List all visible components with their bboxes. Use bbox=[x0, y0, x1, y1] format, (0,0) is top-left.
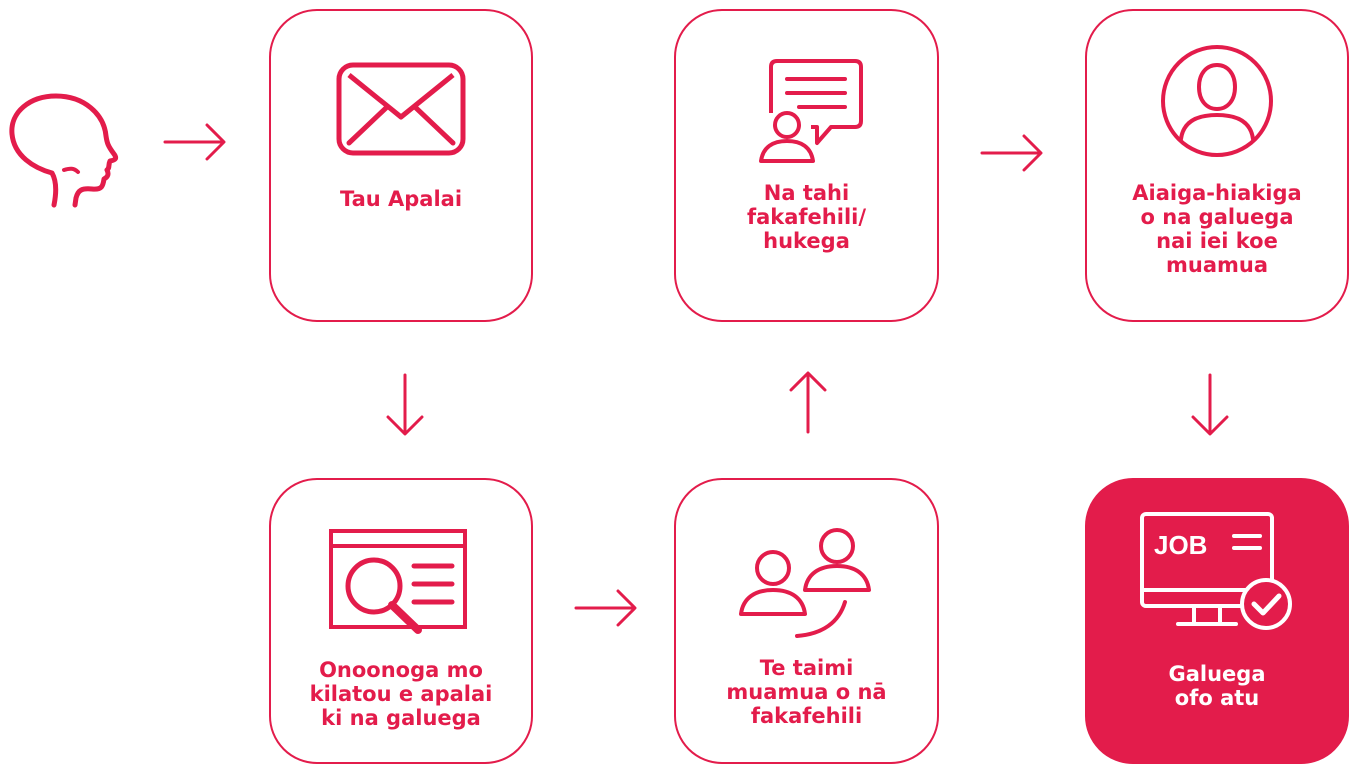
interview-people-icon bbox=[738, 528, 871, 638]
step-apply-card: Tau Apalai bbox=[269, 9, 533, 322]
chat-interview-icon bbox=[758, 59, 863, 163]
search-document-icon bbox=[329, 529, 467, 634]
arrow-down-icon bbox=[1191, 373, 1229, 436]
step-label: Onoonoga mo kilatou e apalai ki na galue… bbox=[309, 658, 493, 730]
step-label: Te taimi muamua o nā fakafehili bbox=[726, 656, 887, 728]
user-profile-icon bbox=[1161, 45, 1273, 157]
envelope-icon bbox=[336, 62, 466, 156]
step-second-interview-card: Na tahi fakafehili/ hukega bbox=[674, 9, 939, 322]
arrow-right-icon bbox=[163, 123, 226, 161]
arrow-down-icon bbox=[386, 373, 424, 436]
monitor-text: JOB bbox=[1154, 530, 1207, 560]
step-label: Na tahi fakafehili/ hukega bbox=[746, 181, 867, 253]
arrow-right-icon bbox=[980, 134, 1043, 172]
step-label: Galuega ofo atu bbox=[1168, 662, 1266, 710]
step-label: Tau Apalai bbox=[339, 187, 463, 211]
job-monitor-icon: JOB bbox=[1140, 512, 1292, 630]
step-job-offer-card: JOB Galuega ofo atu bbox=[1085, 478, 1349, 764]
person-head-icon bbox=[9, 93, 119, 208]
step-preferred-candidate-card: Aiaiga-hiakiga o na galuega nai iei koe … bbox=[1085, 9, 1349, 322]
arrow-right-icon bbox=[574, 589, 637, 627]
step-screening-card: Onoonoga mo kilatou e apalai ki na galue… bbox=[269, 478, 533, 764]
arrow-up-icon bbox=[789, 371, 827, 434]
step-first-interview-card: Te taimi muamua o nā fakafehili bbox=[674, 478, 939, 764]
step-label: Aiaiga-hiakiga o na galuega nai iei koe … bbox=[1132, 181, 1302, 277]
